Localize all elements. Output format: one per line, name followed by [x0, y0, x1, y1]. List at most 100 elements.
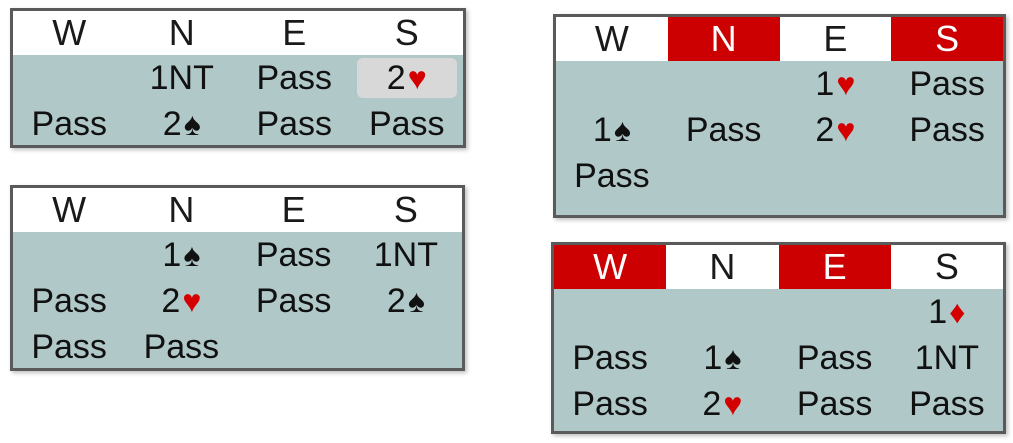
bid-cell: Pass	[238, 278, 350, 324]
spade-suit-icon: ♠	[724, 340, 742, 376]
bid-cell: 1NT	[891, 335, 1003, 381]
bid-cell: 2♥	[125, 278, 237, 324]
empty-cell	[668, 153, 780, 199]
bid-text: 2	[162, 105, 182, 143]
bid-cell: 2♠	[126, 101, 239, 147]
spade-suit-icon: ♠	[183, 106, 201, 142]
bid-cell: Pass	[13, 101, 126, 147]
bid-text: Pass	[685, 111, 762, 149]
bid-cell: Pass	[238, 55, 351, 101]
bid-text: Pass	[255, 236, 332, 274]
seat-header-e: E	[281, 189, 306, 230]
bid-text: Pass	[572, 339, 648, 377]
bid-cell: Pass	[125, 324, 237, 370]
bid-text: Pass	[572, 385, 648, 423]
empty-cell	[779, 289, 891, 335]
bid-text: 1	[592, 111, 612, 149]
heart-suit-icon: ♥	[836, 66, 856, 102]
bid-text: Pass	[909, 65, 985, 103]
heart-suit-icon: ♥	[723, 386, 743, 422]
bid-text: 2	[161, 282, 181, 320]
seat-header-n: N	[667, 17, 780, 61]
seat-header-w: W	[52, 12, 87, 53]
bid-cell: 1NT	[350, 232, 462, 278]
bid-cell: Pass	[238, 232, 350, 278]
bid-text: Pass	[368, 105, 445, 143]
bid-cell: Pass	[554, 381, 666, 427]
bid-text: 2	[386, 59, 406, 97]
empty-cell	[238, 324, 350, 370]
bid-cell: Pass	[554, 335, 666, 381]
seat-header-s: S	[394, 12, 419, 53]
bid-text: Pass	[574, 157, 650, 195]
bid-cell: Pass	[351, 101, 464, 147]
bid-text: 1	[162, 236, 182, 274]
auction-row: 1♠ Pass 2♥ Pass	[556, 107, 1003, 153]
spade-suit-icon: ♠	[407, 283, 425, 319]
bid-text: 2	[815, 111, 835, 149]
seat-header-s: S	[891, 17, 1003, 61]
bid-text: 1NT	[914, 339, 979, 377]
bid-cell: 1♠	[666, 335, 778, 381]
seat-header-e: E	[282, 12, 307, 53]
seat-header-n: N	[709, 246, 736, 287]
bid-text: 1	[815, 65, 835, 103]
bid-cell: Pass	[238, 101, 351, 147]
seat-header-n: N	[168, 189, 195, 230]
bid-text: Pass	[31, 282, 107, 320]
bid-text: Pass	[143, 328, 220, 366]
bid-cell: Pass	[891, 61, 1003, 107]
bid-text: 2	[702, 385, 722, 423]
bid-cell: 1♠	[125, 232, 237, 278]
empty-cell	[350, 324, 462, 370]
bid-cell: 1♦	[891, 289, 1003, 335]
bid-text: 1	[928, 293, 948, 331]
seat-header-n: N	[168, 12, 195, 53]
empty-cell	[666, 289, 778, 335]
bid-text: 1	[703, 339, 723, 377]
bid-cell: 1NT	[126, 55, 239, 101]
bid-cell: 2♥	[351, 55, 464, 101]
empty-cell	[780, 153, 892, 199]
spade-suit-icon: ♠	[613, 112, 631, 148]
diamond-suit-icon: ♦	[949, 294, 966, 330]
empty-cell	[13, 55, 126, 101]
seat-header-w: W	[52, 189, 87, 230]
heart-suit-icon: ♥	[182, 283, 202, 319]
seat-header-e: E	[823, 18, 848, 59]
empty-cell	[668, 61, 780, 107]
bid-text: Pass	[255, 282, 332, 320]
bid-text: Pass	[909, 385, 985, 423]
bid-text: 2	[386, 282, 406, 320]
empty-cell	[13, 232, 125, 278]
empty-cell	[554, 289, 666, 335]
bid-cell: 1♥	[780, 61, 892, 107]
seat-header-s: S	[393, 189, 418, 230]
bid-cell: Pass	[779, 335, 891, 381]
bid-cell: Pass	[779, 381, 891, 427]
bid-text: 1NT	[149, 59, 214, 97]
bid-cell: 2♥	[780, 107, 892, 153]
auction-row: Pass Pass	[13, 324, 462, 370]
bid-cell: Pass	[13, 324, 125, 370]
empty-cell	[891, 153, 1003, 199]
bid-text: Pass	[31, 328, 107, 366]
bid-cell: Pass	[556, 153, 668, 199]
bid-cell: Pass	[13, 278, 125, 324]
auction-row: 1♥ Pass	[556, 61, 1003, 107]
auction-row: Pass 2♥ Pass Pass	[554, 381, 1003, 427]
bid-cell: Pass	[891, 107, 1003, 153]
bid-cell: 1♠	[556, 107, 668, 153]
bid-cell: Pass	[891, 381, 1003, 427]
bid-text: Pass	[909, 111, 985, 149]
seat-header-e: E	[778, 245, 891, 289]
